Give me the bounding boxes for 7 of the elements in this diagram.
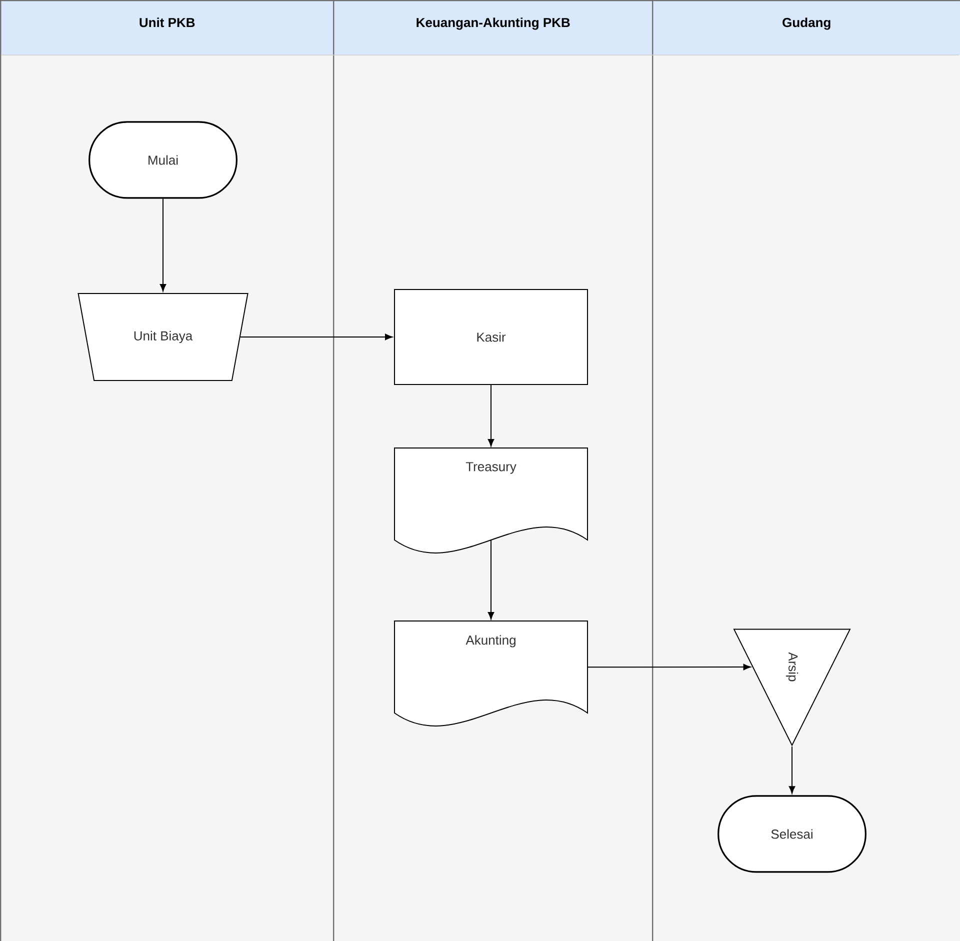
arrow xyxy=(587,664,751,670)
arrow xyxy=(160,198,166,292)
arrow xyxy=(488,384,494,446)
arrow xyxy=(240,334,393,340)
process-box: Kasir xyxy=(394,288,588,385)
arrow xyxy=(488,540,494,620)
arrow xyxy=(788,746,796,794)
